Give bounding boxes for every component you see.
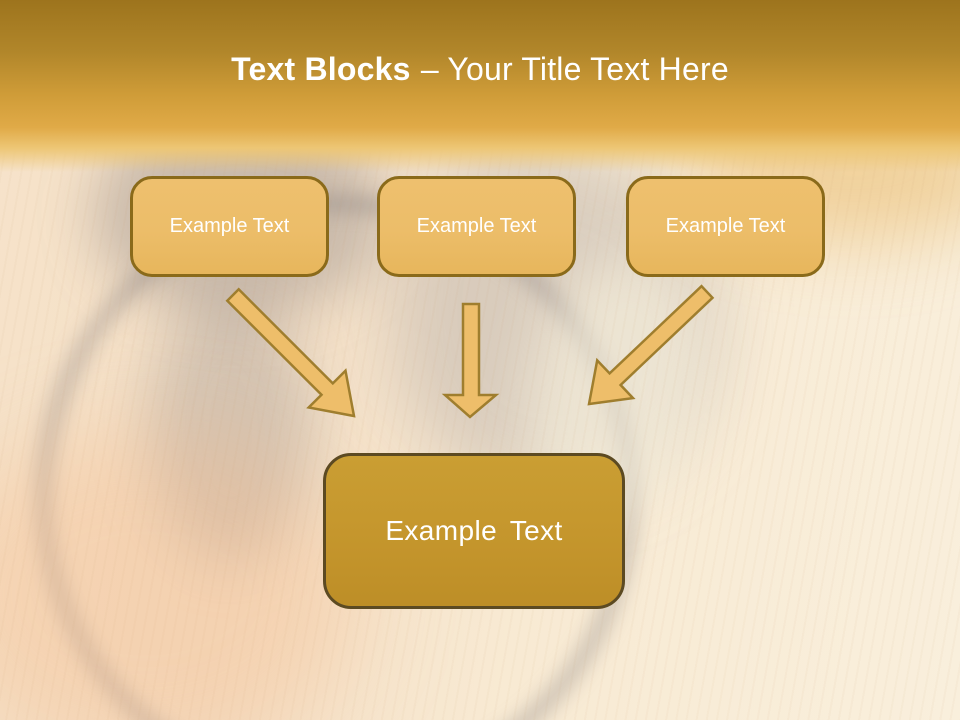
summary-block[interactable]: Example Text <box>323 453 625 609</box>
arrow-down-icon <box>441 302 500 419</box>
arrow-down-right-icon <box>225 287 356 418</box>
summary-block-label: Example Text <box>385 515 563 546</box>
text-block-3[interactable]: Example Text <box>626 176 825 277</box>
page-title: Text Blocks– Your Title Text Here <box>0 0 960 87</box>
page-title-rest: – Your Title Text Here <box>420 51 729 87</box>
page-title-emphasis: Text Blocks <box>231 51 411 87</box>
text-block-1-label: Example Text <box>169 215 290 237</box>
text-block-2-label: Example Text <box>416 215 537 237</box>
arrow-down-left-icon <box>587 284 715 406</box>
text-block-1[interactable]: Example Text <box>130 176 329 277</box>
title-bar: Text Blocks– Your Title Text Here <box>0 0 960 172</box>
text-block-2[interactable]: Example Text <box>377 176 576 277</box>
text-block-3-label: Example Text <box>665 215 786 237</box>
